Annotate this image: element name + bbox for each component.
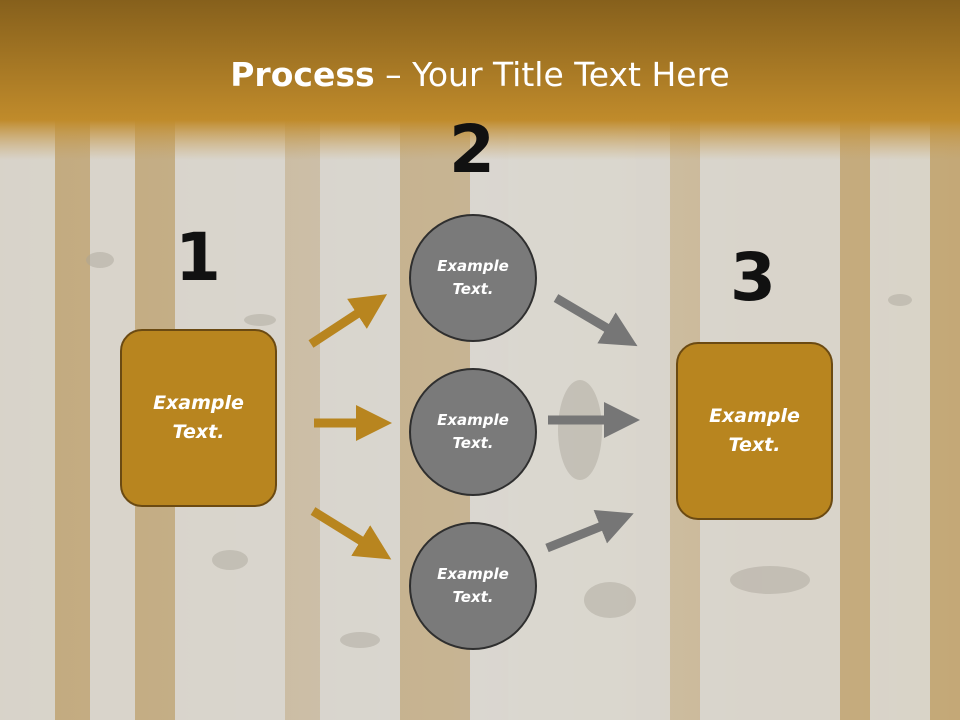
step-1-box[interactable]: Example Text. — [120, 329, 277, 507]
step-number-3: 3 — [730, 239, 776, 316]
step-2-circle-middle-label: Example Text. — [437, 411, 509, 452]
title-bold: Process — [230, 55, 375, 94]
step-3-label: Example Text. — [709, 405, 800, 456]
step-2-circle-top-label: Example Text. — [437, 257, 509, 298]
step-2-circle-middle[interactable]: Example Text. — [409, 368, 537, 496]
step-2-circle-bottom[interactable]: Example Text. — [409, 522, 537, 650]
step-number-2: 2 — [449, 111, 495, 188]
slide-title: Process – Your Title Text Here — [0, 48, 960, 102]
step-2-circle-top[interactable]: Example Text. — [409, 214, 537, 342]
step-number-1: 1 — [175, 219, 221, 296]
title-rest: – Your Title Text Here — [374, 55, 730, 94]
step-1-label: Example Text. — [153, 392, 244, 443]
step-2-circle-bottom-label: Example Text. — [437, 565, 509, 606]
step-3-box[interactable]: Example Text. — [676, 342, 833, 520]
